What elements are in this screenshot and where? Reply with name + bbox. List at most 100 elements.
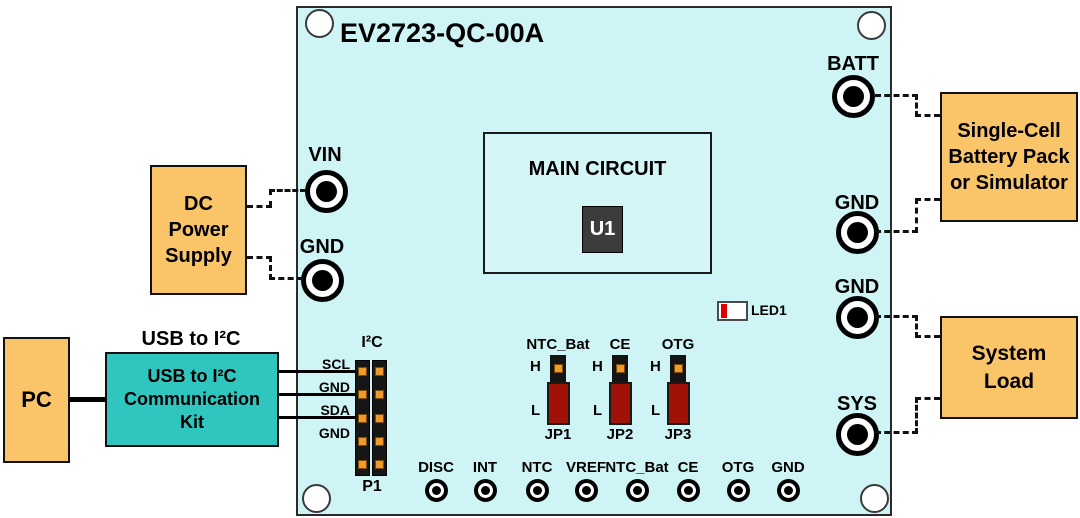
test-point-pad	[776, 479, 800, 502]
pin-icon	[375, 367, 384, 376]
board-title: EV2723-QC-00A	[340, 18, 545, 48]
header-row-label-gnd1: GND	[318, 379, 350, 395]
terminal-label-gnd-left: GND	[299, 236, 345, 258]
mounting-hole	[857, 11, 886, 40]
dc-box-line: Power	[168, 219, 229, 241]
jumper-designator: JP2	[606, 426, 634, 443]
header-p1-column	[372, 360, 387, 476]
led1-icon	[717, 301, 748, 321]
test-point-label: DISC	[418, 459, 454, 476]
dashed-connector	[915, 198, 918, 233]
dc-power-supply-box: DC Power Supply	[150, 165, 247, 295]
jumper-pin-block	[550, 355, 566, 382]
header-p1-column	[355, 360, 370, 476]
pc-box: PC	[3, 337, 70, 463]
terminal-gnd-right-mid	[836, 296, 879, 339]
jumper-high-label: H	[650, 358, 661, 375]
pin-icon	[553, 364, 563, 373]
usb-i2c-caption: USB to I²C	[141, 328, 241, 350]
jumper-low-label: L	[593, 402, 603, 419]
header-row-label-scl: SCL	[322, 356, 350, 372]
test-point-pad	[473, 479, 497, 502]
jumper-signal-label: NTC_Bat	[526, 336, 590, 353]
jumper-cap	[609, 382, 632, 425]
dashed-connector	[875, 315, 918, 318]
terminal-label-gnd-right-top: GND	[834, 192, 880, 214]
scl-wire	[279, 370, 356, 373]
dashed-connector	[915, 335, 940, 338]
pin-icon	[375, 460, 384, 469]
test-point-pad	[574, 479, 598, 502]
pin-icon	[358, 390, 367, 400]
system-load-line: System	[971, 341, 1047, 365]
test-point-pad	[676, 479, 700, 502]
dashed-connector	[875, 94, 918, 97]
jumper-high-label: H	[530, 358, 541, 375]
gnd-wire	[279, 393, 356, 396]
test-point-ntc-bat: NTC_Bat	[605, 459, 669, 502]
jumper-high-label: H	[592, 358, 603, 375]
terminal-batt	[832, 75, 875, 118]
dashed-connector	[247, 205, 272, 208]
jumper-pin-block	[670, 355, 686, 382]
battery-pack-box: Single-Cell Battery Pack or Simulator	[940, 92, 1078, 222]
mounting-hole	[302, 484, 331, 513]
usb-i2c-kit-box: USB to I²C Communication Kit	[105, 352, 279, 447]
terminal-label-gnd-right-mid: GND	[834, 276, 880, 298]
pin-icon	[615, 364, 625, 373]
mounting-hole	[305, 9, 334, 38]
battery-box-line: Battery Pack	[948, 146, 1070, 168]
test-point-vref: VREF	[558, 459, 614, 502]
dashed-connector	[875, 431, 918, 434]
pin-icon	[375, 390, 384, 400]
terminal-gnd-right-top	[836, 211, 879, 254]
jumper-signal-label: OTG	[661, 336, 695, 353]
test-point-disc: DISC	[408, 459, 464, 502]
jumper-designator: JP1	[544, 426, 572, 443]
jumper-cap	[667, 382, 690, 425]
jumper-pin-block	[612, 355, 628, 382]
test-point-label: INT	[472, 459, 498, 476]
battery-box-line: or Simulator	[950, 172, 1068, 194]
dashed-connector	[269, 277, 303, 280]
dashed-connector	[269, 256, 272, 280]
battery-box-line: Single-Cell	[957, 120, 1061, 142]
terminal-label-vin: VIN	[308, 144, 342, 166]
test-point-ntc: NTC	[509, 459, 565, 502]
test-point-label: NTC	[521, 459, 553, 476]
dashed-connector	[915, 94, 918, 117]
dashed-connector	[247, 256, 272, 259]
system-load-box: System Load	[940, 316, 1078, 419]
dashed-connector	[269, 189, 306, 192]
system-load-line: Load	[983, 369, 1035, 393]
jumper-jp1: NTC_Bat H L JP1	[524, 336, 592, 444]
test-point-ce: CE	[660, 459, 716, 502]
dashed-connector	[915, 397, 940, 400]
jumper-designator: JP3	[664, 426, 692, 443]
kit-box-line: USB to I²C	[147, 366, 237, 386]
jumper-low-label: L	[531, 402, 541, 419]
chip-u1-label: U1	[589, 218, 616, 240]
jumper-jp2: CE H L JP2	[586, 336, 654, 444]
test-point-pad	[424, 479, 448, 502]
header-row-label-gnd2: GND	[318, 425, 350, 441]
dc-box-line: DC	[184, 193, 213, 215]
dashed-connector	[269, 189, 272, 207]
dashed-connector	[915, 315, 918, 338]
jumper-low-label: L	[651, 402, 661, 419]
jumper-cap	[547, 382, 570, 425]
kit-box-line: Communication	[123, 389, 260, 409]
terminal-label-batt: BATT	[827, 53, 879, 75]
pc-kit-connector	[69, 397, 106, 402]
jumper-jp3: OTG H L JP3	[644, 336, 712, 444]
terminal-gnd-left	[301, 259, 344, 302]
mounting-hole	[860, 484, 889, 513]
pin-icon	[358, 367, 367, 376]
test-point-label: CE	[677, 459, 699, 476]
i2c-header-title: I²C	[361, 334, 383, 351]
pin-icon	[358, 460, 367, 469]
pin-icon	[358, 413, 367, 423]
test-point-label: GND	[771, 459, 805, 476]
kit-box-line: Kit	[180, 412, 204, 432]
